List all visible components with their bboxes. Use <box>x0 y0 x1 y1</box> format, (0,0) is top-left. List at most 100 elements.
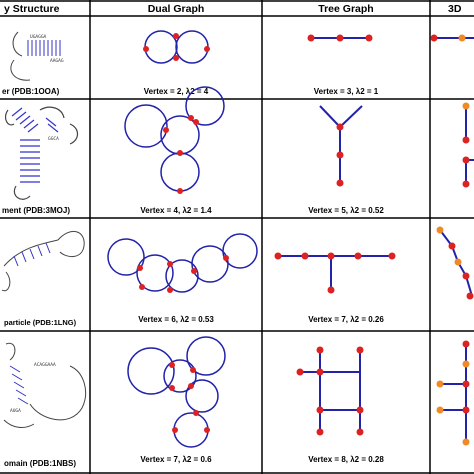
vertex <box>173 55 179 61</box>
vertex <box>454 258 462 266</box>
vertex <box>327 252 335 260</box>
tree-graph-4 <box>296 346 364 436</box>
threed-graph-1 <box>430 34 474 42</box>
tree-caption-1: Vertex = 3, λ2 = 1 <box>314 87 379 96</box>
vertex <box>193 410 199 416</box>
vertex <box>356 346 364 354</box>
vertex <box>336 179 344 187</box>
dual-caption-4: Vertex = 7, λ2 = 0.6 <box>140 455 212 464</box>
vertex <box>223 255 229 261</box>
threed-graph-4 <box>436 340 470 446</box>
vertex <box>167 287 173 293</box>
header-dual-graph: Dual Graph <box>148 3 205 15</box>
vertex <box>163 127 169 133</box>
vertex <box>274 252 282 260</box>
vertex <box>462 406 470 414</box>
vertex <box>436 406 444 414</box>
vertex <box>204 46 210 52</box>
vertex <box>462 136 470 144</box>
vertex <box>204 427 210 433</box>
vertex <box>327 286 335 294</box>
dual-graph-2-vertices <box>163 115 199 194</box>
structure-caption-1: er (PDB:1OOA) <box>2 87 60 96</box>
vertex <box>466 292 474 300</box>
sequence-fragment: ACAGGAAA <box>34 362 56 368</box>
vertex <box>462 340 470 348</box>
sequence-fragment: AUGA <box>10 408 21 414</box>
vertex <box>462 438 470 446</box>
sequence-fragment: GGCA <box>48 136 59 142</box>
vertex <box>188 115 194 121</box>
structure-caption-3: particle (PDB:1LNG) <box>4 318 77 327</box>
threed-graph-3 <box>436 226 474 300</box>
dual-caption-1: Vertex = 2, λ2 = 4 <box>144 87 209 96</box>
dual-graph-2 <box>124 86 225 192</box>
vertex <box>177 188 183 194</box>
vertex <box>462 102 470 110</box>
vertex <box>307 34 315 42</box>
row-2: GGCA ment (PDB:3MOJ) Vertex = 4, λ2 = 1.… <box>2 86 474 215</box>
vertex <box>388 252 396 260</box>
dual-graph-4-vertices <box>169 362 210 433</box>
vertex <box>458 34 466 42</box>
dual-graph-4 <box>127 336 226 448</box>
header-structure: y Structure <box>4 3 60 15</box>
vertex <box>354 252 362 260</box>
vertex <box>356 406 364 414</box>
tree-graph-3 <box>274 252 396 294</box>
vertex <box>296 368 304 376</box>
dual-caption-2: Vertex = 4, λ2 = 1.4 <box>140 206 212 215</box>
vertex <box>316 368 324 376</box>
vertex <box>336 34 344 42</box>
header-tree-graph: Tree Graph <box>318 3 373 15</box>
vertex <box>336 151 344 159</box>
vertex <box>462 156 470 164</box>
vertex <box>462 272 470 280</box>
vertex <box>316 346 324 354</box>
vertex <box>301 252 309 260</box>
threed-graph-2 <box>462 102 474 188</box>
vertex <box>448 242 456 250</box>
tree-graph-1 <box>307 34 373 42</box>
vertex <box>436 226 444 234</box>
vertex <box>191 268 197 274</box>
row-4: ACAGGAAA AUGA omain (PDB:1NBS) Vertex = … <box>3 336 470 468</box>
row-1: UGAGGA AAGAG er (PDB:1OOA) Vertex = 2, λ… <box>2 30 474 96</box>
vertex <box>177 150 183 156</box>
rna-structure-3 <box>1 231 85 292</box>
vertex <box>172 427 178 433</box>
vertex <box>190 367 196 373</box>
rna-structure-4 <box>3 342 86 428</box>
structure-caption-2: ment (PDB:3MOJ) <box>2 206 70 215</box>
vertex <box>143 46 149 52</box>
sequence-fragment: AAGAG <box>50 58 64 64</box>
tree-caption-2: Vertex = 5, λ2 = 0.52 <box>308 206 384 215</box>
structure-caption-4: omain (PDB:1NBS) <box>4 459 76 468</box>
tree-graph-2 <box>319 105 363 187</box>
dual-graph-3-vertices <box>137 255 229 293</box>
vertex <box>167 261 173 267</box>
rna-structure-1 <box>10 31 61 81</box>
vertex <box>462 380 470 388</box>
sequence-fragment: UGAGGA <box>30 34 47 40</box>
vertex <box>193 119 199 125</box>
vertex <box>356 428 364 436</box>
rna-structure-2 <box>4 106 79 200</box>
header-3d: 3D <box>448 3 462 15</box>
tree-caption-4: Vertex = 8, λ2 = 0.28 <box>308 455 384 464</box>
vertex <box>169 362 175 368</box>
vertex <box>188 383 194 389</box>
vertex <box>137 265 143 271</box>
vertex <box>139 284 145 290</box>
vertex <box>316 406 324 414</box>
vertex <box>316 428 324 436</box>
dual-graph-3 <box>107 233 258 293</box>
vertex <box>365 34 373 42</box>
tree-caption-3: Vertex = 7, λ2 = 0.26 <box>308 315 384 324</box>
dual-caption-3: Vertex = 6, λ2 = 0.53 <box>138 315 214 324</box>
dual-graph-1-vertices <box>143 33 210 61</box>
vertex <box>173 33 179 39</box>
vertex <box>336 123 344 131</box>
